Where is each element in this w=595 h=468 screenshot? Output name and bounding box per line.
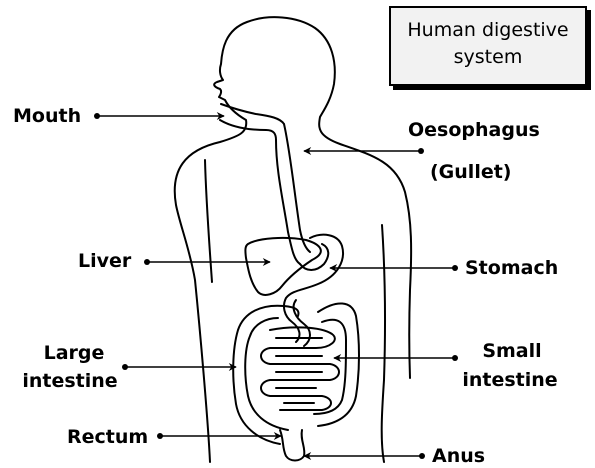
label-small-intestine-line2: intestine [458,369,562,391]
label-mouth: Mouth [13,105,81,127]
label-liver: Liver [78,250,131,272]
label-small-intestine-line1: Small [462,340,562,362]
rectum [280,430,304,461]
pointer-lines [94,113,458,459]
label-large-intestine-line2: intestine [20,370,120,392]
label-oesophagus: Oesophagus [408,119,540,141]
label-large-intestine-line1: Large [28,342,120,364]
title-box: Human digestive system [389,6,587,86]
label-rectum: Rectum [67,426,148,448]
label-anus: Anus [432,445,485,467]
duodenum [294,300,310,346]
mouth-cavity [221,104,284,124]
small-intestine [261,327,339,410]
mouth-cavity-lower [220,120,276,140]
diagram-title: Human digestive system [391,17,585,71]
left-arm-line [205,160,212,282]
right-arm-line [382,225,385,462]
label-gullet: (Gullet) [430,161,511,183]
label-stomach: Stomach [465,257,558,279]
